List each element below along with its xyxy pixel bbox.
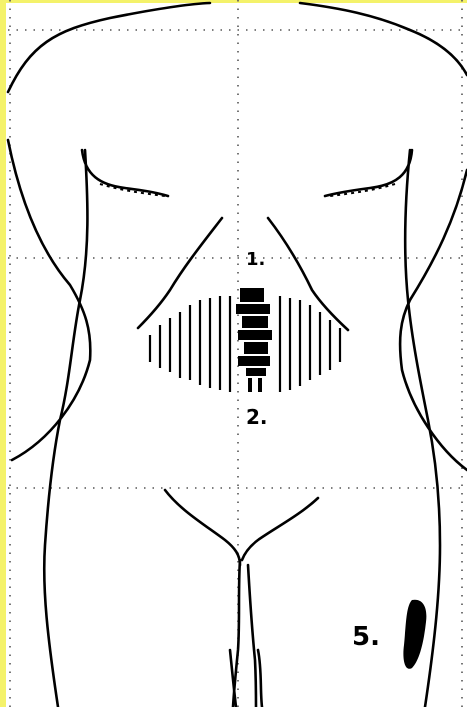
- dense-block: [248, 378, 252, 392]
- dense-block: [258, 378, 262, 392]
- dense-block: [242, 316, 268, 328]
- dense-block: [244, 342, 268, 354]
- left-breast-curve: [82, 150, 168, 196]
- body-outline: [8, 3, 467, 707]
- inner-thigh-mark-b: [258, 650, 262, 707]
- left-arm: [8, 140, 90, 460]
- dense-block: [246, 368, 266, 376]
- right-breast-curve: [325, 150, 412, 196]
- right-groin-line: [242, 498, 318, 560]
- dotted-grid: [8, 0, 467, 707]
- label-region-1: 1.: [246, 249, 265, 270]
- dense-block: [240, 288, 264, 302]
- thigh-lesion-mark: [403, 600, 426, 669]
- left-shoulder: [8, 3, 210, 92]
- central-dense-marking: [236, 288, 272, 392]
- left-groin-line: [165, 490, 240, 565]
- dense-block: [238, 356, 270, 366]
- inner-thigh-right: [248, 565, 256, 707]
- label-region-2: 2.: [246, 405, 268, 429]
- dense-block: [238, 330, 272, 340]
- dense-block: [236, 304, 270, 314]
- label-region-5: 5.: [352, 622, 380, 652]
- right-shoulder: [300, 3, 467, 75]
